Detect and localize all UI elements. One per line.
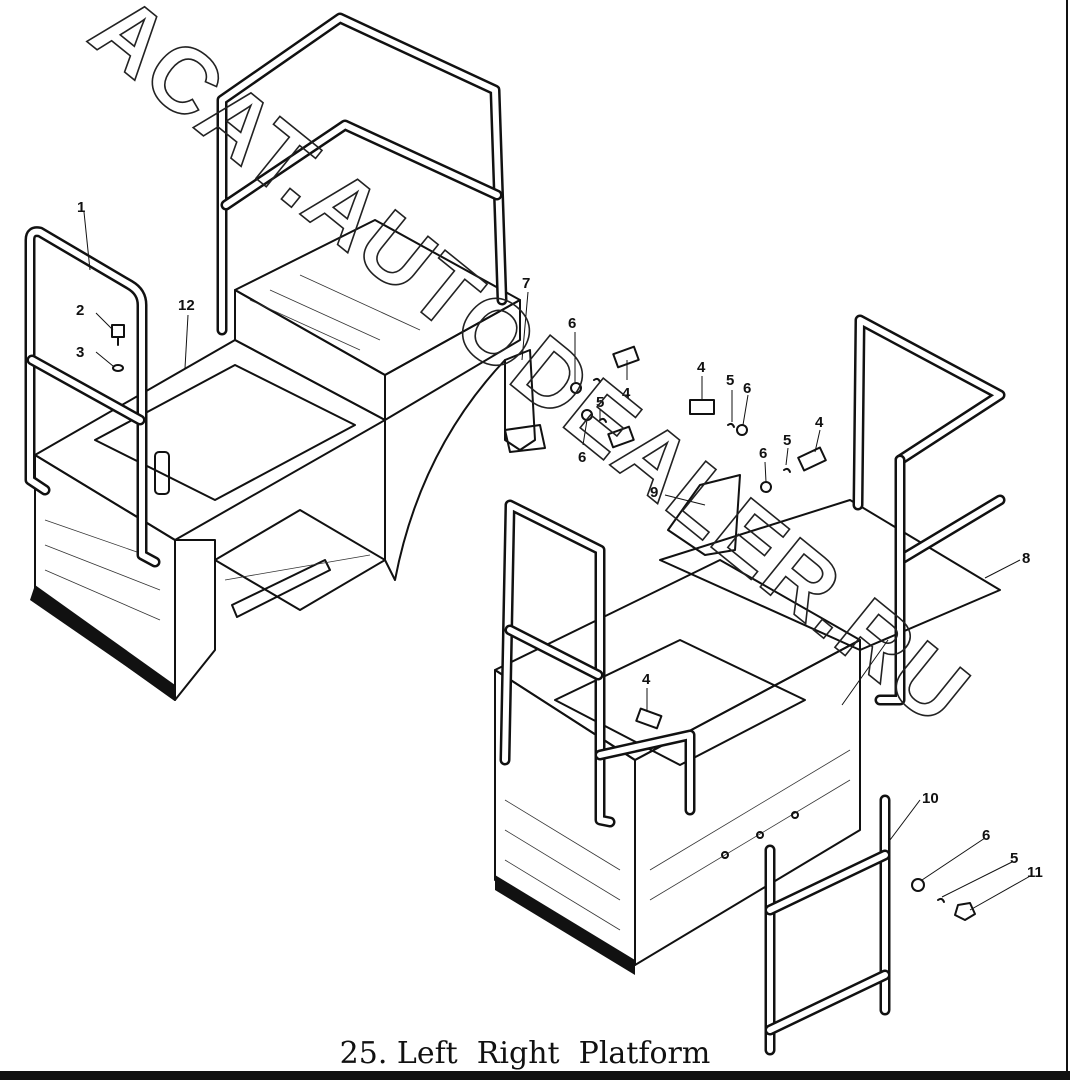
mount-hole	[791, 811, 799, 819]
left-shelf-bar	[231, 559, 331, 618]
left-rear-block-side	[234, 289, 386, 421]
part-labels: 1 2 3 12 7 6 4 5 6 4 5 6 4 5 6 9 8 4 10 …	[76, 199, 1043, 881]
left-lower-shelf	[214, 509, 386, 611]
right-platform-base-band	[495, 875, 635, 975]
bracket-9	[667, 474, 741, 556]
washer-6-ladder	[911, 878, 925, 892]
part-label-9: 9	[650, 484, 658, 501]
bolt-4-right-a	[689, 399, 715, 415]
bolt-4-lower	[607, 425, 635, 449]
right-platform-hatching	[504, 749, 851, 931]
left-platform-front-face	[34, 454, 176, 701]
spring-washer-5-lower	[599, 417, 607, 423]
part-label-4: 4	[622, 385, 631, 402]
spring-washer-5-upper	[593, 377, 601, 383]
part-label-5: 5	[1010, 850, 1018, 867]
bolt-2	[111, 324, 125, 338]
right-platform	[494, 314, 1006, 975]
bolt-4-right-c	[635, 707, 663, 730]
part-label-6: 6	[982, 827, 990, 844]
part-label-10: 10	[922, 790, 939, 807]
part-label-5: 5	[596, 394, 604, 411]
right-platform-opening	[554, 639, 806, 766]
left-platform-side-face	[174, 539, 216, 701]
part-label-1: 1	[77, 199, 85, 216]
part-label-6: 6	[743, 380, 751, 397]
nut-11	[954, 902, 976, 921]
washer-6-upper	[570, 382, 582, 394]
part-label-4: 4	[697, 359, 706, 376]
left-fender-curve	[384, 359, 506, 581]
left-post	[154, 451, 170, 495]
ladder-10	[764, 639, 976, 1056]
spring-washer-5-ladder	[937, 897, 945, 903]
leader-lines	[83, 211, 1033, 911]
washer-3	[112, 364, 124, 372]
part-label-8: 8	[1022, 550, 1030, 567]
spring-washer-5-right-b	[783, 467, 791, 473]
part-label-7: 7	[522, 275, 530, 292]
part-label-4: 4	[815, 414, 824, 431]
part-label-6: 6	[578, 449, 586, 466]
right-platform-top-face	[494, 559, 861, 761]
spring-washer-5-right-a	[727, 422, 735, 428]
part-label-6: 6	[759, 445, 767, 462]
left-platform-top-face	[34, 339, 386, 541]
bolt-4-right-b	[797, 446, 827, 472]
bracket-7	[504, 349, 536, 451]
right-upper-deck-8	[659, 499, 1001, 651]
bottom-frame-rule	[0, 1071, 1070, 1080]
part-label-2: 2	[76, 302, 84, 319]
right-front-handrail	[499, 499, 616, 828]
watermark-text: ACAT.AUTODEALER.RU	[72, 0, 988, 745]
part-label-4: 4	[642, 671, 651, 688]
part-label-12: 12	[178, 297, 195, 314]
bolt-4-upper	[612, 345, 640, 369]
bracket-7-assembly	[504, 345, 640, 453]
left-platform-base-band	[30, 585, 175, 700]
left-platform-hatching	[44, 274, 421, 621]
left-platform	[24, 12, 521, 701]
washer-6-right-a	[736, 424, 748, 436]
bracket-7-foot	[504, 424, 546, 453]
part-label-6: 6	[568, 315, 576, 332]
figure-caption: 25. Left Right Platform	[340, 1036, 711, 1071]
part-label-5: 5	[783, 432, 791, 449]
right-platform-side-face	[634, 639, 861, 966]
part-label-3: 3	[76, 344, 84, 361]
part-label-5: 5	[726, 372, 734, 389]
mount-hole	[721, 851, 729, 859]
mount-hole	[756, 831, 764, 839]
part-label-11: 11	[1027, 864, 1043, 881]
left-platform-opening	[94, 364, 356, 501]
